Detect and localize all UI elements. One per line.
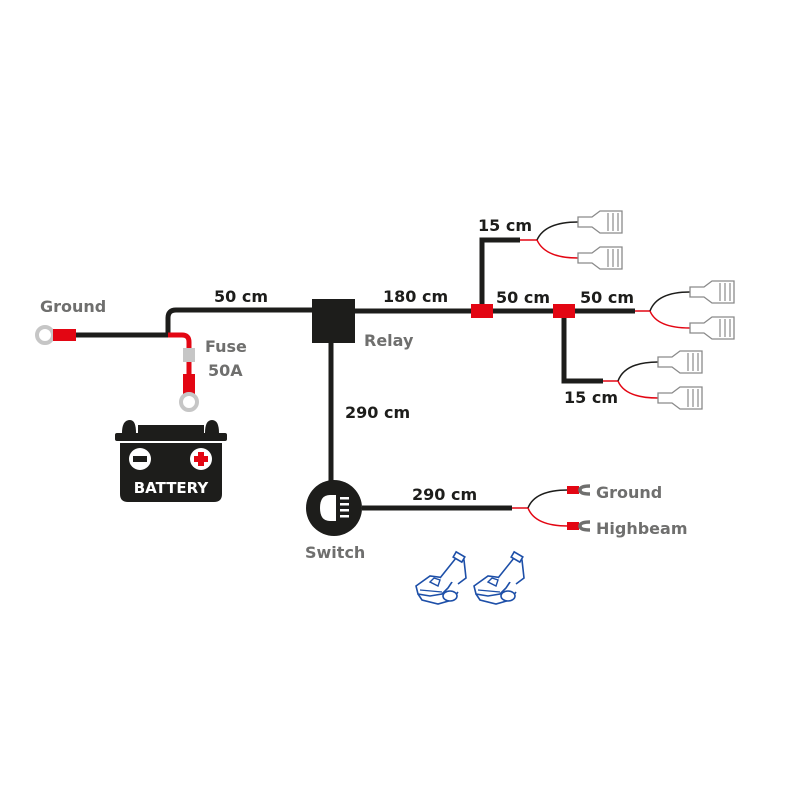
highbeam-switch-icon <box>306 480 362 536</box>
ground-ring-terminal <box>35 325 76 345</box>
length-top-branch: 15 cm <box>478 216 532 235</box>
wire-fuse-red <box>168 332 192 348</box>
wire-thin-black <box>527 489 569 509</box>
wire-thin-red <box>617 380 659 399</box>
ring-terminal-icon <box>179 392 199 412</box>
spade-connector-icon <box>577 246 623 270</box>
fork-terminal-icon <box>567 484 591 496</box>
wire-thin-black <box>649 291 691 312</box>
red-crimp-battery <box>183 374 195 394</box>
fork-terminal-icon <box>567 520 591 532</box>
fuse-label: Fuse <box>205 337 247 356</box>
length-switch-outputs: 290 cm <box>412 485 477 504</box>
splice-2 <box>553 304 575 318</box>
length-between-splices: 50 cm <box>496 288 550 307</box>
scotch-lock-splice-icon <box>415 551 467 605</box>
relay-icon <box>312 299 355 343</box>
wire-top-branch <box>479 237 520 304</box>
relay-label: Relay <box>364 331 414 350</box>
length-end-branch: 50 cm <box>580 288 634 307</box>
spade-connector-icon <box>689 316 735 340</box>
spade-connector-icon <box>689 280 735 304</box>
wire-ground <box>76 307 312 338</box>
ground-label-right: Ground <box>596 483 662 502</box>
highbeam-label: Highbeam <box>596 519 688 538</box>
spade-connector-icon <box>657 386 703 410</box>
splice-1 <box>471 304 493 318</box>
wire-thin-red <box>536 239 579 259</box>
length-ground-relay: 50 cm <box>214 287 268 306</box>
wire-bottom-branch <box>561 318 603 384</box>
spade-connector-icon <box>657 350 703 374</box>
length-bottom-branch: 15 cm <box>564 388 618 407</box>
fuse-rating-label: 50A <box>208 361 243 380</box>
ring-terminal-icon <box>35 325 55 345</box>
wire-thin-red <box>649 310 691 329</box>
ground-label-left: Ground <box>40 297 106 316</box>
switch-label: Switch <box>305 543 365 562</box>
spade-connector-icon <box>577 210 623 234</box>
wire-thin-black <box>536 221 579 241</box>
battery-icon: BATTERY <box>115 420 227 502</box>
red-crimp <box>53 329 76 341</box>
wire-thin-red <box>527 507 569 527</box>
length-relay-switch: 290 cm <box>345 403 410 422</box>
scotch-lock-splice-icon <box>473 551 525 605</box>
fuse-icon <box>183 348 195 362</box>
wire-thin-black <box>617 361 659 382</box>
battery-label: BATTERY <box>134 479 210 497</box>
length-relay-splice: 180 cm <box>383 287 448 306</box>
